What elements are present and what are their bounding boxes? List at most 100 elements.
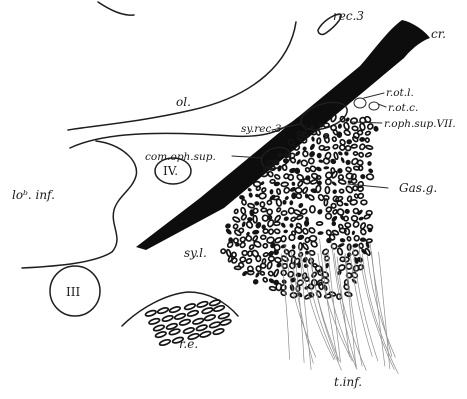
- ganglion-cell: [283, 187, 290, 194]
- r-e-cell: [183, 327, 195, 335]
- ganglion-cell: [345, 167, 351, 173]
- ganglion-cell: [308, 227, 315, 234]
- r-ot-l-oval: [354, 98, 366, 108]
- label-nerve-iv: IV.: [163, 164, 178, 178]
- ganglion-cell: [365, 138, 369, 143]
- ganglion-cell: [350, 199, 358, 205]
- ganglion-cell: [317, 231, 324, 235]
- ganglion-cell: [260, 202, 264, 207]
- ganglion-cell: [261, 187, 266, 192]
- ganglion-cell: [351, 216, 357, 222]
- ganglion-cell: [345, 159, 352, 166]
- ganglion-cell: [343, 216, 348, 221]
- r-e-cell: [174, 313, 186, 321]
- ganglion-cell: [268, 271, 274, 277]
- ganglion-cell: [253, 215, 257, 222]
- ganglion-cell: [315, 185, 321, 193]
- ganglion-cell: [224, 222, 231, 229]
- ganglion-cell: [267, 171, 273, 178]
- ganglion-cell: [310, 206, 315, 213]
- ganglion-cell: [297, 180, 303, 187]
- label-r-oph-sup-vii: r.oph.sup.VII.: [384, 118, 456, 130]
- ganglion-cell: [332, 137, 337, 142]
- ganglion-cell: [311, 272, 317, 278]
- ganglion-cell: [261, 208, 267, 212]
- ganglion-cell: [308, 150, 316, 158]
- ganglion-cell: [241, 199, 246, 205]
- ganglion-cell: [303, 178, 310, 184]
- ganglion-cell: [365, 131, 371, 136]
- ganglion-cell: [303, 263, 309, 269]
- fibre-strand: [370, 244, 392, 356]
- ganglion-cell: [238, 262, 245, 268]
- label-t-inf: t.inf.: [334, 375, 362, 389]
- ganglion-cell: [261, 235, 266, 239]
- ganglion-cell: [297, 234, 305, 241]
- ganglion-cell: [239, 242, 246, 249]
- ganglion-cell: [325, 178, 332, 185]
- ganglion-cell: [289, 223, 294, 228]
- ganglion-cell: [288, 174, 293, 180]
- lobus-inferior-outline: [22, 141, 137, 268]
- label-sy-rec3: sy.rec.3: [241, 123, 282, 135]
- label-r-ot-l: r.ot.l.: [386, 87, 414, 99]
- ganglion-cell: [232, 216, 240, 223]
- fibre-strand: [372, 252, 385, 367]
- ganglion-cell: [344, 228, 350, 235]
- ganglion-cell: [352, 221, 359, 228]
- ganglion-cell: [325, 187, 329, 194]
- ganglion-cell: [351, 179, 356, 184]
- ganglion-cell: [267, 200, 273, 205]
- ganglion-cell: [281, 182, 288, 187]
- ganglion-cell: [260, 271, 265, 275]
- ganglion-cell: [274, 257, 281, 263]
- r-e-cell: [155, 331, 167, 339]
- ganglion-cell: [296, 215, 303, 220]
- ganglion-cell: [351, 144, 357, 148]
- ganglion-cell: [339, 238, 345, 243]
- ganglion-cell: [360, 228, 367, 235]
- ganglion-cell: [260, 263, 266, 269]
- ganglion-cell: [240, 207, 246, 214]
- ganglion-cell: [347, 236, 351, 241]
- ganglion-cell: [302, 151, 308, 157]
- ganglion-cell: [338, 123, 343, 129]
- ganglion-cell: [367, 123, 374, 130]
- ganglion-cell: [323, 123, 329, 128]
- ganglion-cell: [336, 200, 343, 206]
- label-com-oph-sup: com.oph.sup.: [145, 151, 216, 163]
- ganglion-cell: [270, 179, 275, 183]
- ganglion-cell: [301, 208, 308, 215]
- ganglion-cell: [252, 278, 260, 286]
- ganglion-cell: [254, 201, 259, 206]
- r-e-cell: [159, 339, 171, 347]
- ganglion-cell: [339, 144, 346, 151]
- r-e-cell: [196, 324, 208, 332]
- ganglion-cell: [344, 208, 351, 215]
- ganglion-cell: [262, 277, 268, 283]
- ganglion-cell: [359, 123, 365, 131]
- ganglion-cell: [357, 193, 364, 199]
- ganglion-cell: [234, 238, 239, 243]
- ganglion-cell: [263, 229, 268, 234]
- ganglion-cell: [288, 208, 294, 214]
- r-e-cell: [145, 310, 157, 318]
- ganglion-cell: [345, 222, 351, 227]
- ganglion-cell: [359, 143, 366, 150]
- ganglion-cell: [350, 117, 358, 124]
- ganglion-cell: [297, 202, 304, 209]
- r-e-cell: [192, 318, 204, 326]
- ganglion-cell: [248, 271, 254, 275]
- r-e-cell: [201, 307, 213, 315]
- ganglion-cell: [352, 126, 358, 131]
- r-e-cell: [199, 331, 211, 339]
- ganglion-cell: [354, 235, 360, 241]
- ganglion-cell: [273, 269, 279, 277]
- ganglion-cell: [359, 166, 363, 171]
- ganglion-cell: [290, 157, 296, 164]
- ganglion-cell: [239, 256, 246, 262]
- ganglion-cell: [227, 241, 234, 248]
- ganglion-cell: [316, 208, 323, 215]
- ganglion-cell: [340, 157, 345, 164]
- r-e-cell: [197, 301, 209, 309]
